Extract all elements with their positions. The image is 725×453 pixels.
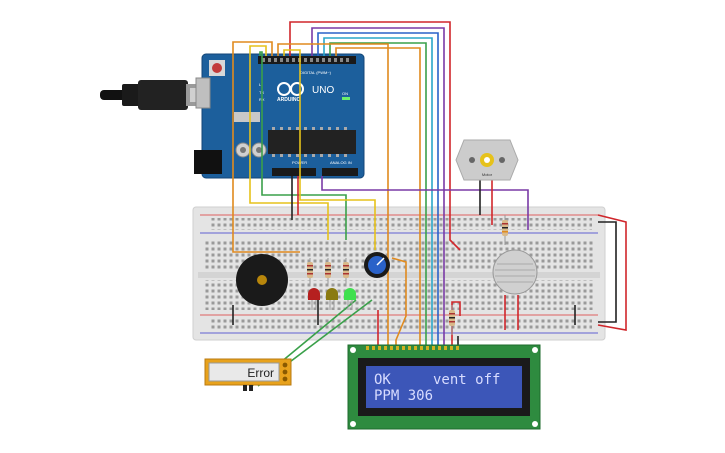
wire-orange-d7[interactable]	[335, 47, 421, 345]
wire-orange-pot2[interactable]	[277, 43, 389, 345]
potentiometer[interactable]	[364, 252, 390, 278]
label-widget[interactable]: Error	[204, 358, 292, 391]
motor-label: Motor	[482, 172, 493, 177]
led-red[interactable]	[308, 288, 320, 310]
arduino-l-label: L	[259, 82, 262, 87]
wire-yellow-pot[interactable]	[283, 49, 376, 250]
wire-orange-lcd-contrast[interactable]	[391, 257, 407, 348]
piezo-buzzer[interactable]	[236, 254, 288, 306]
arduino-digital-label: DIGITAL (PWM~)	[300, 70, 332, 75]
wire-cyan-d5[interactable]	[323, 37, 433, 345]
led-green[interactable]	[344, 288, 356, 310]
dc-motor[interactable]: Motor	[455, 139, 519, 181]
resistor-gas[interactable]	[502, 215, 508, 245]
arduino-on-label: ON	[342, 91, 348, 96]
arduino-analog-label: ANALOG IN	[330, 160, 352, 165]
lcd-line-1: OK vent off	[374, 372, 500, 388]
resistor-lcd[interactable]	[449, 305, 455, 335]
resistor-2[interactable]	[325, 258, 331, 284]
wire-orange-buzzer[interactable]	[232, 41, 300, 253]
resistors[interactable]	[307, 215, 508, 335]
led-yellow[interactable]	[326, 288, 338, 310]
resistor-3[interactable]	[343, 258, 349, 284]
wire-yellow-led[interactable]	[249, 45, 329, 240]
gas-sensor[interactable]	[492, 249, 538, 295]
wire-purple-d3[interactable]	[311, 27, 445, 345]
label-widget-text: Error	[247, 366, 274, 380]
lcd-16x2[interactable]: OK vent off PPM 306	[347, 344, 541, 430]
wire-red-rail-right[interactable]	[597, 214, 627, 331]
usb-cable[interactable]	[100, 80, 206, 110]
arduino-brand-label: ARDUINO	[277, 97, 300, 103]
resistor-1[interactable]	[307, 258, 313, 284]
wire-red-d2[interactable]	[289, 21, 461, 251]
wire-purple-gas[interactable]	[321, 176, 529, 230]
wires[interactable]	[232, 21, 627, 387]
arduino-uno-board[interactable]: ARDUINO UNO DIGITAL (PWM~) POWER ANALOG …	[194, 53, 365, 179]
arduino-logo-icon	[277, 82, 304, 96]
wire-green-led[interactable]	[259, 51, 347, 240]
wire-green-d6[interactable]	[329, 42, 427, 345]
wire-black-rail-right[interactable]	[598, 221, 617, 323]
lcd-line-2: PPM 306	[374, 388, 433, 404]
arduino-model-label: UNO	[312, 85, 334, 96]
